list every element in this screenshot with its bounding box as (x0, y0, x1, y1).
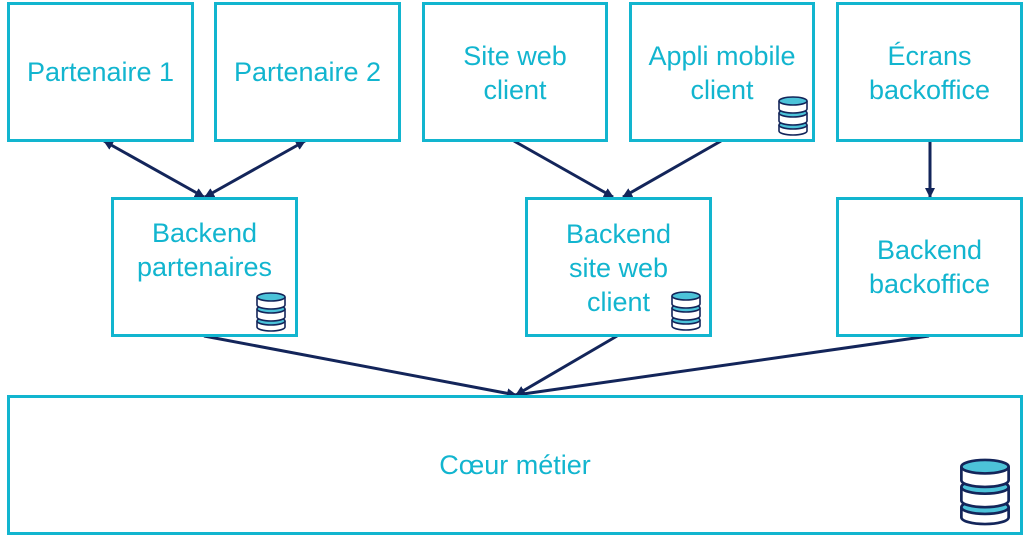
node-label: Appli mobile client (648, 41, 796, 105)
arrow-backend-partenaires-to-coeur-metier (203, 334, 517, 399)
database-icon (256, 292, 286, 332)
node-label: Partenaire 2 (233, 57, 382, 87)
node-label: Backend partenaires (136, 218, 273, 282)
node-site-web-client[interactable]: Site web client (422, 2, 608, 142)
arrow-backend-site-web-client-to-coeur-metier (515, 334, 618, 397)
arrow-backend-backoffice-to-coeur-metier (515, 334, 930, 399)
node-label: Écrans backoffice (868, 41, 991, 105)
arrow-partenaire2-to-backend-partenaires (204, 139, 306, 199)
node-coeur-metier[interactable]: Cœur métier (7, 395, 1023, 535)
node-label: Backend site web client (565, 219, 672, 317)
node-label: Partenaire 1 (26, 57, 175, 87)
database-icon (671, 291, 701, 331)
database-icon (778, 96, 808, 136)
node-backend-backoffice[interactable]: Backend backoffice (836, 197, 1023, 337)
arrow-partenaire1-to-backend-partenaires (103, 139, 205, 199)
node-label: Backend backoffice (868, 235, 991, 299)
arrow-appli-mobile-client-to-backend-site-web-client (622, 139, 722, 199)
node-ecrans-backoffice[interactable]: Écrans backoffice (836, 2, 1023, 142)
node-partenaire-1[interactable]: Partenaire 1 (7, 2, 194, 142)
node-label: Site web client (463, 41, 567, 105)
node-label: Cœur métier (439, 450, 591, 480)
node-partenaire-2[interactable]: Partenaire 2 (214, 2, 401, 142)
arrow-site-web-client-to-backend-site-web-client (513, 139, 614, 199)
database-icon (960, 458, 1010, 526)
node-backend-site-web-client[interactable]: Backend site web client (525, 197, 712, 337)
node-appli-mobile-client[interactable]: Appli mobile client (629, 2, 815, 142)
